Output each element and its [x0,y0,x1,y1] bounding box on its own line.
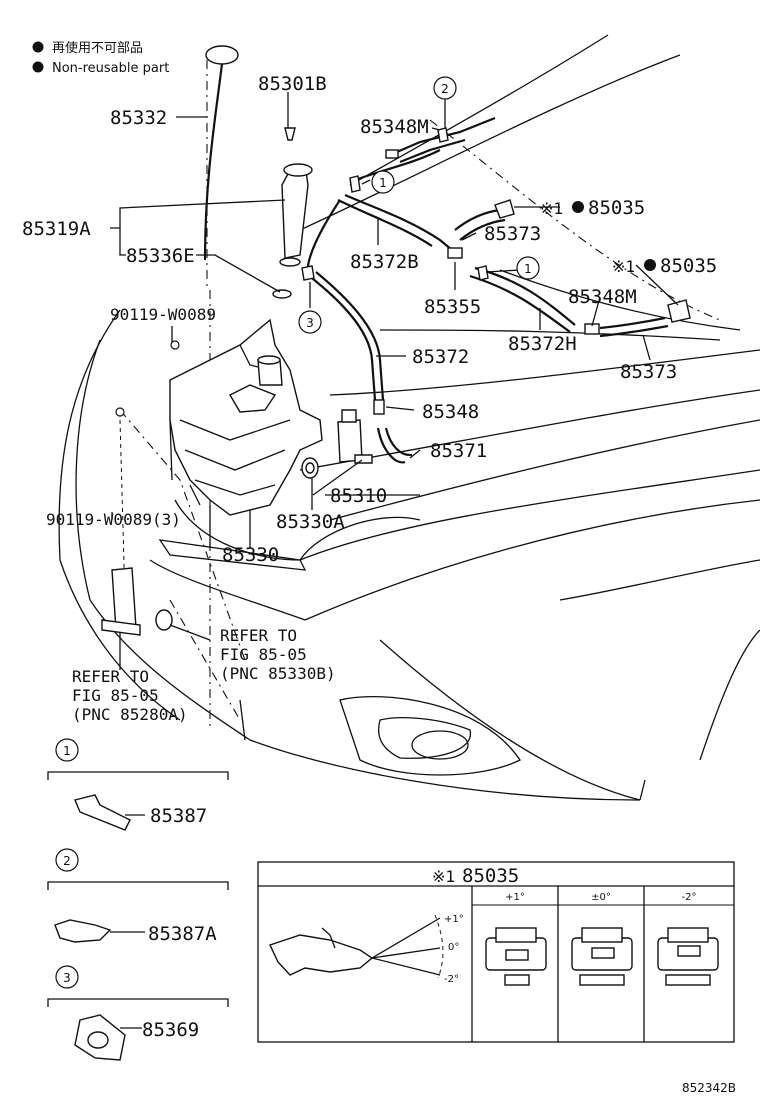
refer-2-line3: (PNC 85280A) [72,705,188,724]
nozzle-front-zero [571,927,633,986]
legend-en: Non-reusable part [52,61,169,76]
refer-1-line3: (PNC 85330B) [220,664,336,683]
label-85372: 85372 [412,346,469,368]
refer-2-line2: FIG 85-05 [72,686,159,705]
refer-2-line1: REFER TO [72,667,149,686]
label-85330A: 85330A [276,511,345,533]
hose-clamp [477,265,489,281]
vehicle-outline [58,34,760,801]
label-85369: 85369 [142,1019,199,1041]
angle-plus1: +1° [444,914,464,925]
label-85372H: 85372H [508,333,577,355]
label-85348: 85348 [422,401,479,423]
nozzle-side-view [269,934,374,976]
refer-1-line2: FIG 85-05 [220,645,307,664]
side-detail-3: 3 85369 [47,965,229,1061]
clip-85387A [54,919,112,943]
grommet [272,289,292,299]
grommet-other [155,609,173,631]
label-90119-W0089: 90119-W0089 [110,305,216,324]
circle-mark-3: 3 [306,316,314,330]
label-85348M: 85348M [568,286,637,308]
circle-mark-2: 2 [441,82,449,96]
washer-nozzle [667,299,691,323]
col-zero: ±0° [591,892,611,903]
angle-minus2: -2° [444,974,459,985]
label-85310: 85310 [330,485,387,507]
label-85035: 85035 [588,197,645,219]
pump-other [111,567,137,631]
legend: 再使用不可部品 Non-reusable part [32,40,169,76]
bolt-icon [115,407,125,417]
label-85332: 85332 [110,107,167,129]
label-85387: 85387 [150,805,207,827]
side-detail-2: 2 85387A [47,848,229,945]
refer-1-line1: REFER TO [220,626,297,645]
non-reusable-dot-icon [32,61,44,73]
label-85330: 85330 [222,544,279,566]
hose-clamp [437,127,449,143]
figure-code: 852342B [682,1081,736,1095]
label-85319A: 85319A [22,218,91,240]
col-minus2: -2° [682,892,697,903]
part-labels: 85301B 85332 85348M 85319A 85336E 85372B… [22,73,717,566]
leader-lines [110,92,679,670]
hose-joint [385,149,399,159]
non-reusable-dot-icon [32,41,44,53]
label-85373: 85373 [484,223,541,245]
nozzle-detail-table: ※1 85035 +1° ±0° -2° +1° 0° -2° [257,861,735,1043]
filler-stick [203,63,224,261]
hose-clamp [301,265,315,281]
dash-leaders [119,60,246,730]
hose-clamp [349,175,361,193]
nozzle-front-plus1 [485,927,547,986]
circle-mark-1: 1 [524,262,532,276]
hose-joint [373,399,385,415]
label-85301B: 85301B [258,73,327,95]
ref-mark-1: ※1 [540,199,563,218]
angle-zero: 0° [448,942,459,953]
legend-jp: 再使用不可部品 [52,40,143,56]
table-title: 85035 [462,865,519,887]
label-85348M: 85348M [360,116,429,138]
label-85336E: 85336E [126,245,195,267]
washer-nozzle [494,199,515,219]
label-85371: 85371 [430,440,487,462]
side-circle-3: 3 [63,971,71,985]
label-85373: 85373 [620,361,677,383]
nozzle-front-minus2 [657,927,719,986]
side-circle-2: 2 [63,854,71,868]
clip-85387 [74,794,131,831]
label-85035: 85035 [660,255,717,277]
label-90119-W0089-3: 90119-W0089(3) [46,510,181,529]
clip-85301B [284,127,296,141]
tank-body [169,318,323,516]
filler-cap [205,45,239,65]
table-ref-mark: ※1 [432,867,455,886]
bolt-icon [170,340,180,350]
circle-mark-1: 1 [379,176,387,190]
inlet-pipe [281,164,309,259]
refer-notes: REFER TO FIG 85-05 (PNC 85330B) REFER TO… [72,626,336,724]
non-reusable-dot-icon [572,201,584,213]
label-85387A: 85387A [148,923,217,945]
col-plus1: +1° [505,892,525,903]
circled-marks: 2 1 1 3 [298,76,540,334]
washer-reservoir [101,45,373,636]
label-85372B: 85372B [350,251,419,273]
side-detail-1: 1 85387 [47,738,229,831]
hose-joint-85355 [447,247,463,259]
non-reusable-dot-icon [644,259,656,271]
side-circle-1: 1 [63,744,71,758]
label-85355: 85355 [424,296,481,318]
ref-mark-1: ※1 [612,257,635,276]
